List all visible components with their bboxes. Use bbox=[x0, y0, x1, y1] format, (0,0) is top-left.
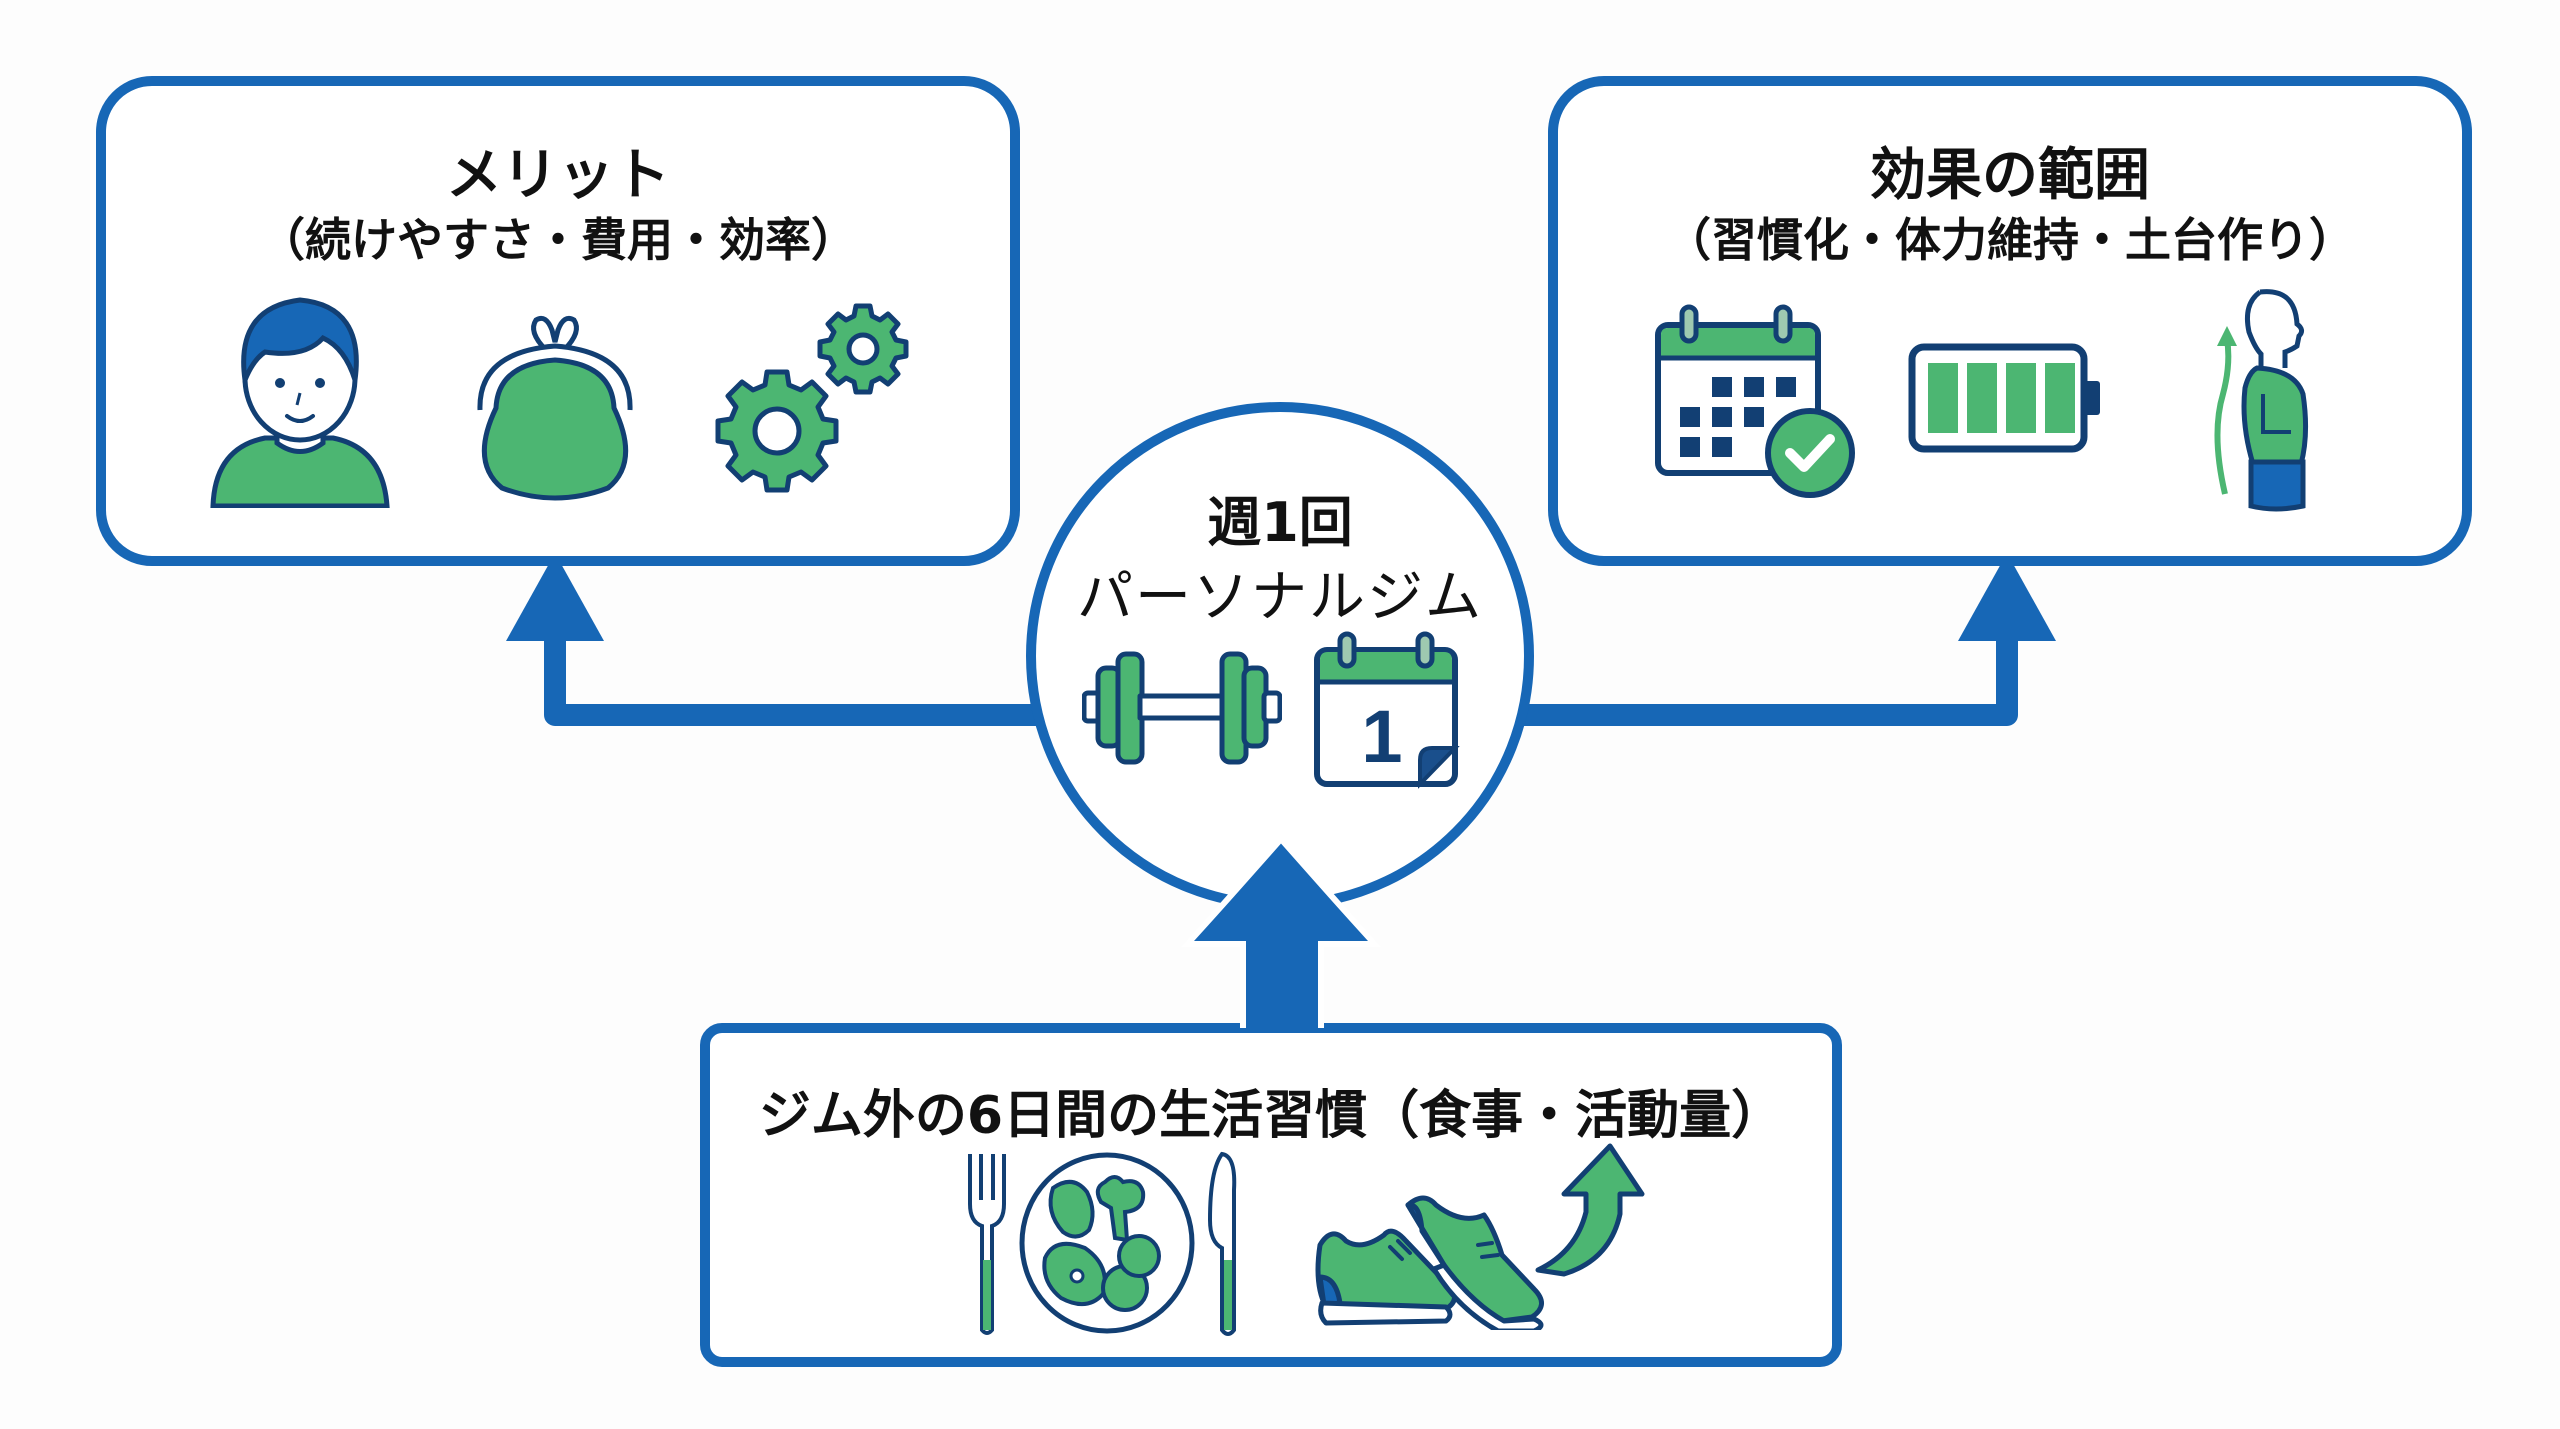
dumbbell-icon bbox=[1082, 651, 1282, 765]
sneakers-icon bbox=[1315, 1195, 1544, 1330]
center-title-line2: パーソナルジム bbox=[1077, 565, 1483, 630]
effect-scope-title: 効果の範囲 bbox=[1870, 143, 2150, 208]
arrow-center-to-right bbox=[1520, 625, 2018, 726]
calendar-check-icon bbox=[1655, 304, 1855, 498]
meal-plate-icon bbox=[1019, 1152, 1195, 1334]
person-icon bbox=[210, 297, 390, 508]
posture-icon bbox=[2214, 289, 2309, 512]
benefits-box: メリット （続けやすさ・費用・効率） bbox=[96, 76, 1020, 566]
arrow-center-to-left bbox=[544, 625, 1040, 726]
calendar-one-icon: 1 bbox=[1314, 631, 1460, 789]
gears-icon bbox=[715, 303, 909, 493]
trend-up-arrow-icon bbox=[1535, 1143, 1645, 1277]
battery-full-icon bbox=[1908, 343, 2100, 453]
fork-icon bbox=[968, 1154, 1006, 1335]
center-title-line1: 週1回 bbox=[1207, 491, 1353, 554]
effect-scope-subtitle: （習慣化・体力維持・土台作り） bbox=[1665, 213, 2355, 267]
lifestyle-box: ジム外の6日間の生活習慣（食事・活動量） bbox=[700, 1023, 1842, 1367]
benefits-subtitle: （続けやすさ・費用・効率） bbox=[259, 213, 857, 267]
arrow-head-right bbox=[1958, 553, 2056, 641]
arrow-head-left bbox=[506, 553, 604, 641]
lifestyle-title: ジム外の6日間の生活習慣（食事・活動量） bbox=[758, 1086, 1784, 1146]
knife-icon bbox=[1207, 1151, 1237, 1336]
effect-scope-box: 効果の範囲 （習慣化・体力維持・土台作り） bbox=[1548, 76, 2472, 566]
calendar-number: 1 bbox=[1361, 695, 1402, 778]
coin-purse-icon bbox=[477, 315, 633, 501]
benefits-title: メリット bbox=[446, 143, 670, 208]
